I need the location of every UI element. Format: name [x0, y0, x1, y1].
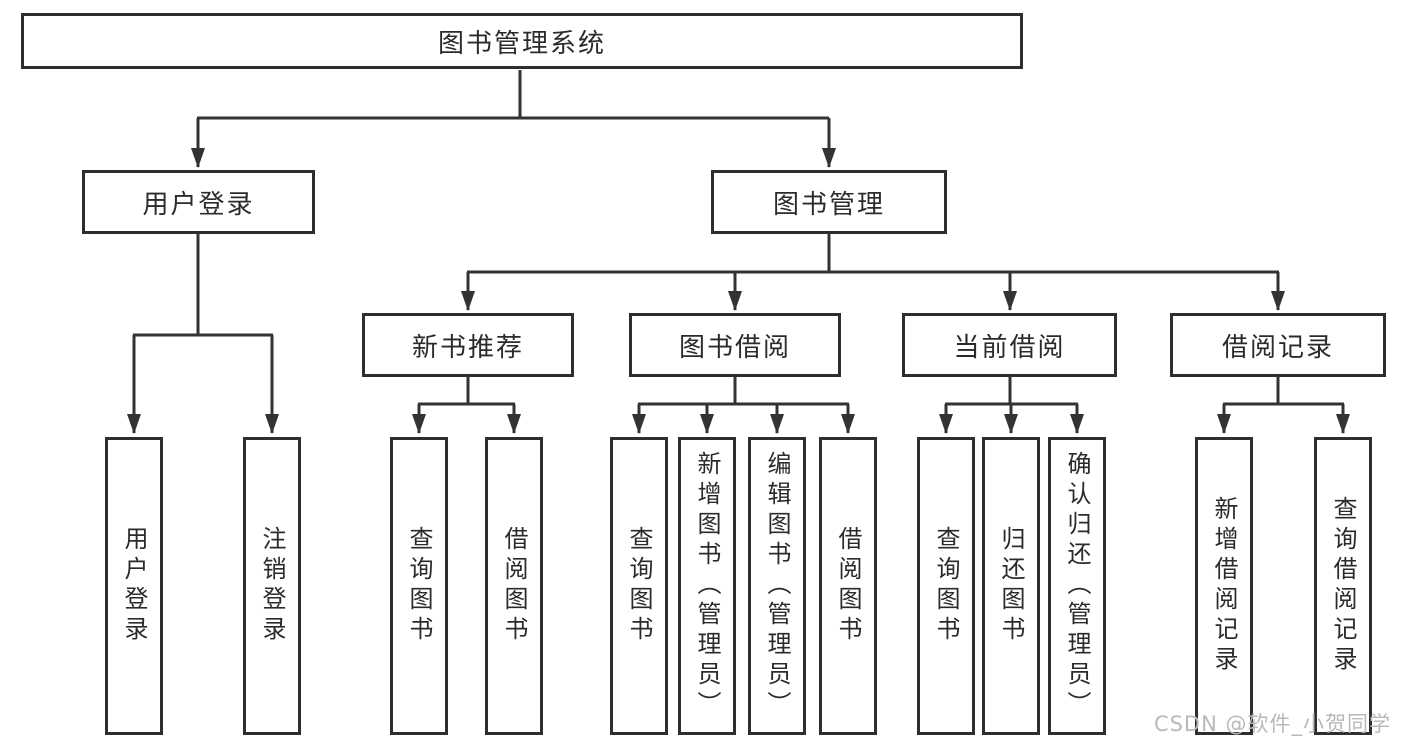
- leaf-node-query-books-borrow: 查询图书: [610, 437, 668, 735]
- level2-node-user-login: 用户登录: [82, 170, 315, 234]
- connector-book-borrow-to-leaves: [632, 377, 855, 434]
- level3-node-book-borrow: 图书借阅: [629, 313, 841, 377]
- connector-root-to-level2: [191, 70, 836, 168]
- level3-node-new-book-recommend: 新书推荐: [362, 313, 574, 377]
- leaf-node-query-books-recommend: 查询图书: [390, 437, 448, 735]
- level3-node-borrow-records: 借阅记录: [1170, 313, 1386, 377]
- connector-borrow-records-to-leaves: [1217, 377, 1350, 434]
- connector-user-login-to-leaves: [127, 234, 279, 434]
- leaf-node-query-books-current: 查询图书: [917, 437, 975, 735]
- leaf-node-edit-books-admin: 编辑图书（管理员）: [748, 437, 806, 735]
- leaf-node-logout: 注销登录: [243, 437, 301, 735]
- connector-book-management-to-level3: [461, 234, 1285, 311]
- connector-new-book-recommend-to-leaves: [412, 377, 521, 434]
- connector-current-borrow-to-leaves: [939, 377, 1084, 434]
- leaf-node-return-books: 归还图书: [982, 437, 1040, 735]
- leaf-node-borrow-books-recommend: 借阅图书: [485, 437, 543, 735]
- leaf-node-add-books-admin: 新增图书（管理员）: [678, 437, 736, 735]
- level2-node-book-management: 图书管理: [711, 170, 947, 234]
- leaf-node-borrow-books: 借阅图书: [819, 437, 877, 735]
- level3-node-current-borrow: 当前借阅: [902, 313, 1117, 377]
- leaf-node-user-login: 用户登录: [105, 437, 163, 735]
- leaf-node-add-borrow-record: 新增借阅记录: [1195, 437, 1253, 735]
- leaf-node-confirm-return-admin: 确认归还（管理员）: [1048, 437, 1106, 735]
- leaf-node-query-borrow-record: 查询借阅记录: [1314, 437, 1372, 735]
- root-node-library-management-system: 图书管理系统: [21, 13, 1023, 69]
- csdn-watermark: CSDN @软件_小贺同学: [1153, 712, 1391, 736]
